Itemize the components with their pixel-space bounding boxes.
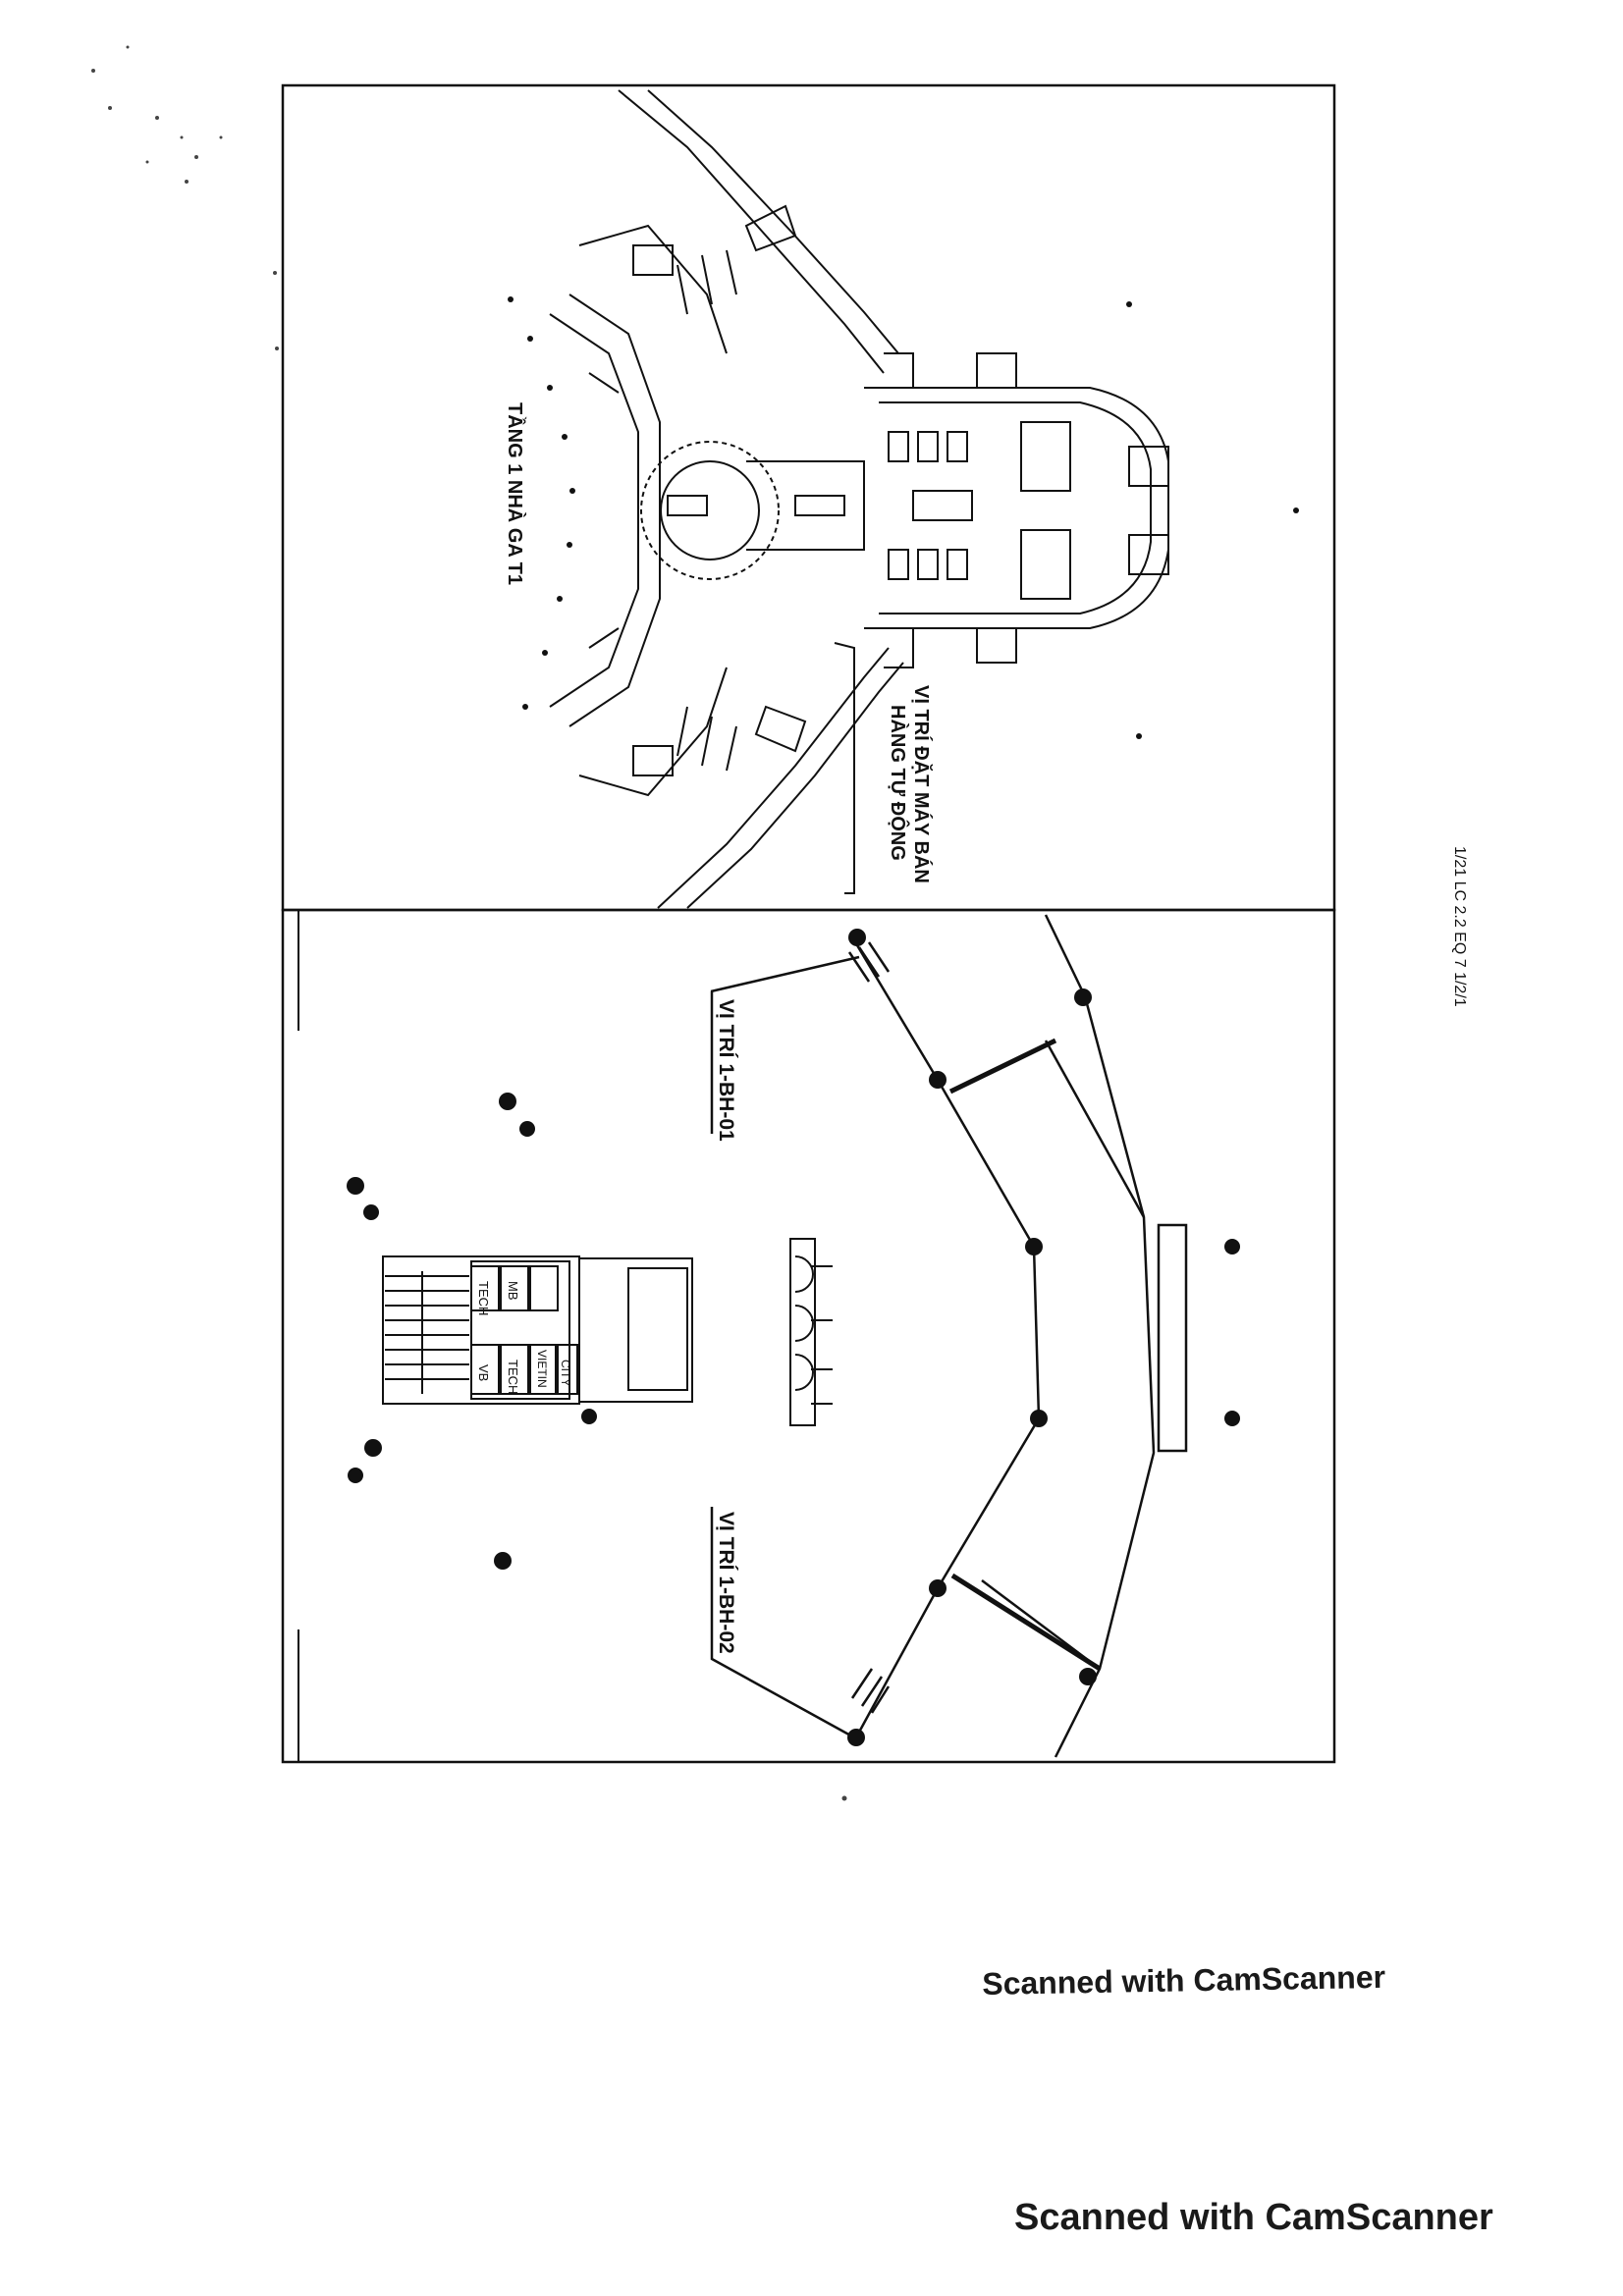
facade-columns: [347, 929, 1240, 1746]
side-scribble: 1/21 LC 2.2 EQ 7 1/2/1: [1451, 846, 1468, 1007]
terminal-markers: [508, 296, 1299, 739]
plan-labels: TẦNG 1 NHÀ GA T1 VỊ TRÍ ĐẶT MÁY BÁN HÀNG…: [504, 402, 1468, 1654]
plan-title: TẦNG 1 NHÀ GA T1: [504, 402, 526, 585]
booth-label-mb: MB: [506, 1281, 520, 1301]
booth-label-vb: VB: [476, 1364, 491, 1381]
booth-label-tech-left: TECH: [476, 1281, 491, 1315]
position-1-label: VỊ TRÍ 1-BH-01: [715, 999, 737, 1142]
booth-label-tech-right: TECH: [506, 1360, 520, 1394]
enlarged-area: [710, 914, 1188, 1758]
camscanner-watermark-2: Scanned with CamScanner: [1014, 2197, 1493, 2238]
booth-labels: TECH MB VB TECH VIETIN CITY: [476, 1281, 572, 1394]
drawing-frames: [281, 83, 1336, 1764]
vending-note-line1: VỊ TRÍ ĐẶT MÁY BÁN: [910, 685, 933, 883]
scan-speckles: [91, 45, 847, 1801]
booth-label-city: CITY: [559, 1360, 572, 1386]
position-2-label: VỊ TRÍ 1-BH-02: [715, 1512, 737, 1654]
booth-label-vietin: VIETIN: [535, 1350, 549, 1388]
camscanner-watermark-1: Scanned with CamScanner: [982, 1958, 1386, 2002]
booth-cluster: [382, 1238, 833, 1426]
terminal-plan: [549, 89, 1169, 909]
vending-note-line2: HÀNG TỰ ĐỘNG: [887, 705, 910, 861]
